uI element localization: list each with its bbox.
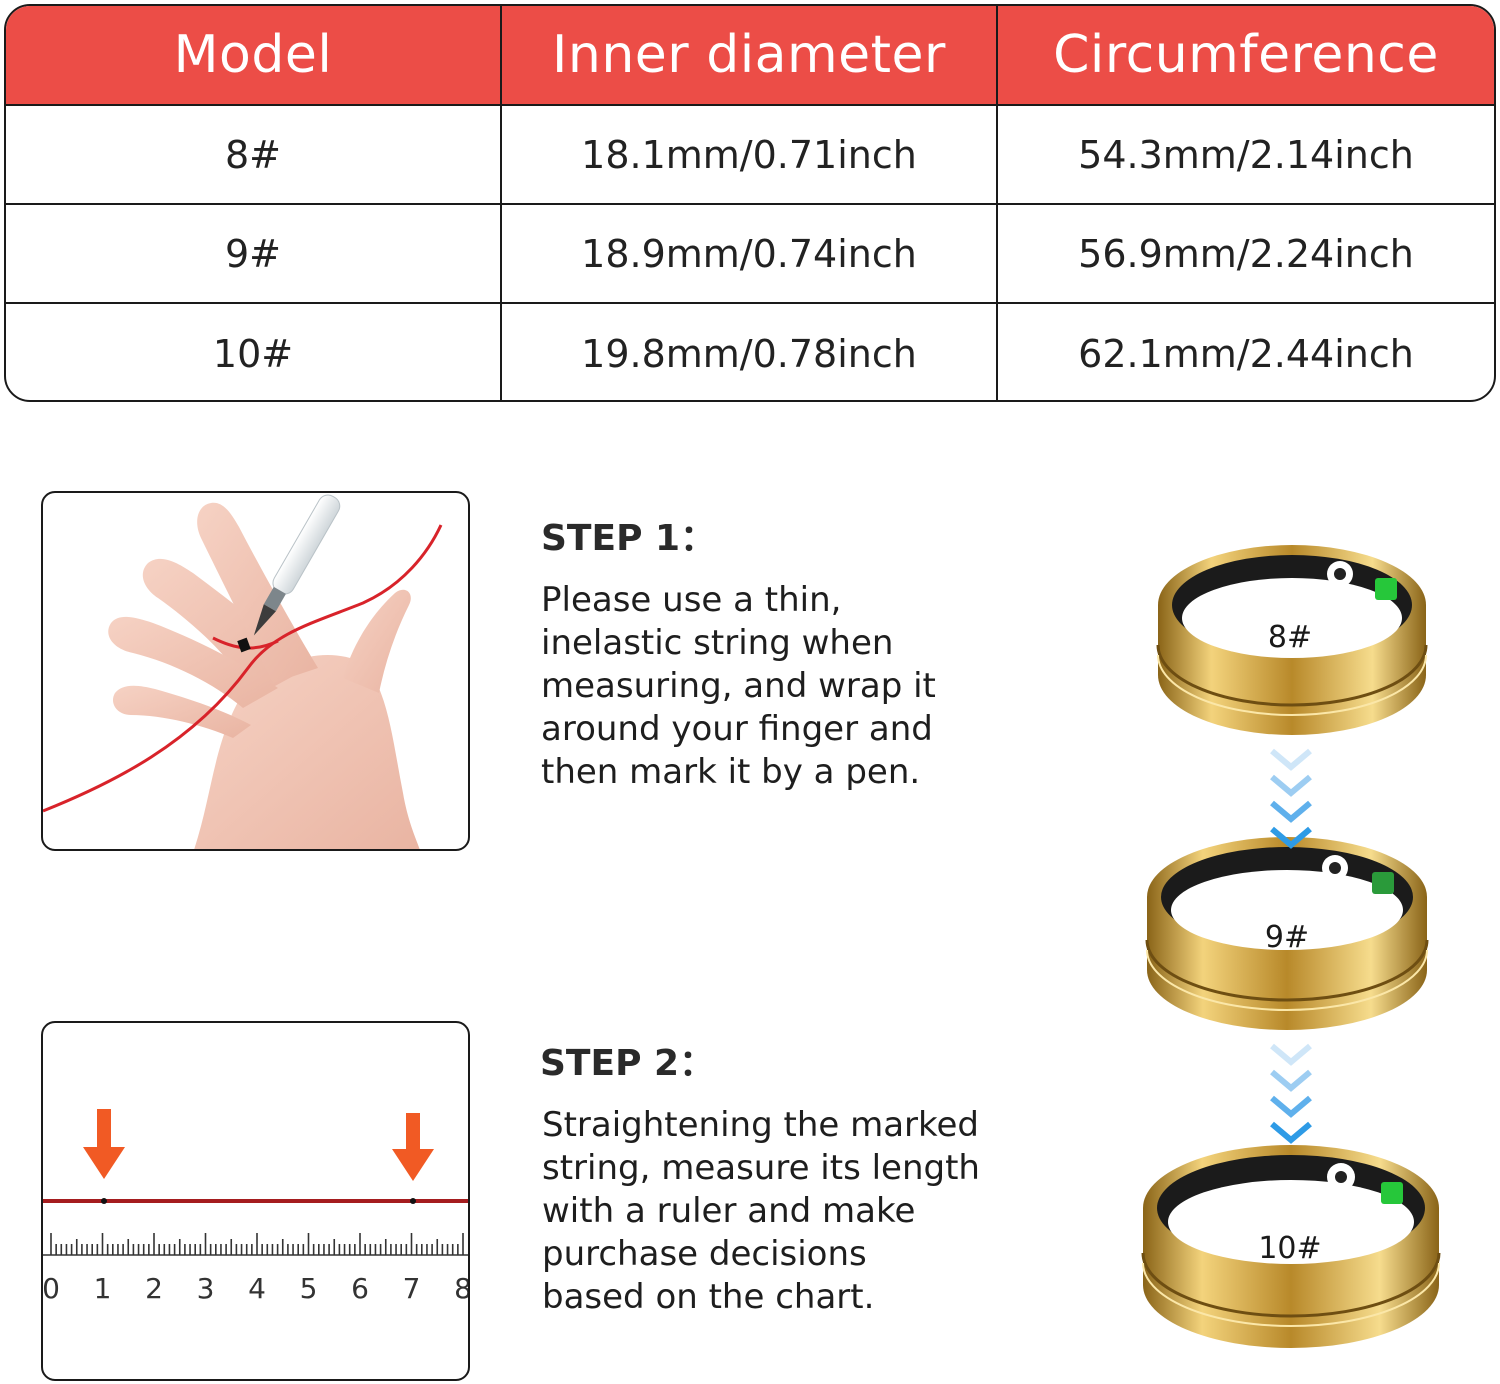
cell-inner-diameter: 18.9mm/0.74inch (502, 205, 998, 302)
cell-model: 8# (6, 106, 502, 203)
hand-measuring-illustration (41, 491, 470, 851)
cell-circumference: 54.3mm/2.14inch (1078, 132, 1414, 177)
cell-circumference: 56.9mm/2.24inch (1078, 231, 1414, 276)
ruler-number: 1 (94, 1272, 112, 1305)
cell-inner-diameter: 18.1mm/0.71inch (502, 106, 998, 203)
step2-instructions: Straightening the marked string, measure… (542, 1104, 1002, 1319)
step1-line: inelastic string when (541, 623, 894, 663)
step2-line: purchase decisions (542, 1234, 867, 1274)
cell-model: 9# (6, 205, 502, 302)
table-row: 8# 18.1mm/0.71inch 54.3mm/2.14inch (6, 106, 1494, 205)
ruler-number: 7 (403, 1272, 421, 1305)
step1-line: measuring, and wrap it (541, 666, 936, 706)
step1-line: around your finger and (541, 709, 933, 749)
ruler-number: 6 (351, 1272, 369, 1305)
ring-size-label: 10# (1258, 1231, 1322, 1266)
ring-size-label: 9# (1264, 920, 1310, 955)
hand-string-pen-icon (43, 494, 443, 849)
ruler-graphic: 0 12 34 56 78 (43, 1109, 470, 1305)
step2-line: Straightening the marked (542, 1105, 980, 1145)
table-row: 9# 18.9mm/0.74inch 56.9mm/2.24inch (6, 205, 1494, 304)
ruler-ticks (43, 1233, 468, 1256)
step2-title: STEP 2： (540, 1043, 716, 1084)
ruler-number: 0 (43, 1272, 60, 1305)
step1-line: then mark it by a pen. (541, 752, 921, 792)
step2-line: with a ruler and make (542, 1191, 916, 1231)
table-header-row: Model Inner diameter Circumference (6, 6, 1494, 106)
ruler-numbers: 0 12 34 56 78 (43, 1272, 470, 1305)
step1-instructions: Please use a thin, inelastic string when… (541, 579, 1001, 794)
ruler-number: 2 (145, 1272, 163, 1305)
chevron-down-icon (1270, 1043, 1312, 1144)
step2-line: string, measure its length (542, 1148, 980, 1188)
ruler-number: 5 (300, 1272, 318, 1305)
ruler-number: 3 (197, 1272, 215, 1305)
size-chart-table: Model Inner diameter Circumference 8# 18… (4, 4, 1496, 402)
cell-circumference: 62.1mm/2.44inch (1078, 331, 1414, 376)
ring-size-label: 8# (1267, 620, 1313, 655)
header-model: Model (6, 6, 502, 104)
step2-line: based on the chart. (542, 1277, 875, 1317)
ruler-number: 8 (454, 1272, 470, 1305)
header-circumference: Circumference (1053, 25, 1439, 85)
cell-inner-diameter: 19.8mm/0.78inch (502, 304, 998, 400)
ring-9-icon (1145, 837, 1429, 1030)
step1-line: Please use a thin, (541, 580, 842, 620)
right-arrow-icon (392, 1113, 434, 1181)
header-inner-diameter: Inner diameter (502, 6, 998, 104)
left-arrow-icon (83, 1109, 125, 1179)
cell-model: 10# (6, 304, 502, 400)
ring-10-icon (1141, 1145, 1441, 1348)
ring-8-icon (1156, 545, 1428, 735)
chevron-down-icon (1270, 748, 1312, 849)
table-row: 10# 19.8mm/0.78inch 62.1mm/2.44inch (6, 304, 1494, 400)
ruler-number: 4 (248, 1272, 266, 1305)
step1-title: STEP 1： (541, 518, 717, 559)
ruler-measuring-illustration: 0 12 34 56 78 (41, 1021, 470, 1381)
